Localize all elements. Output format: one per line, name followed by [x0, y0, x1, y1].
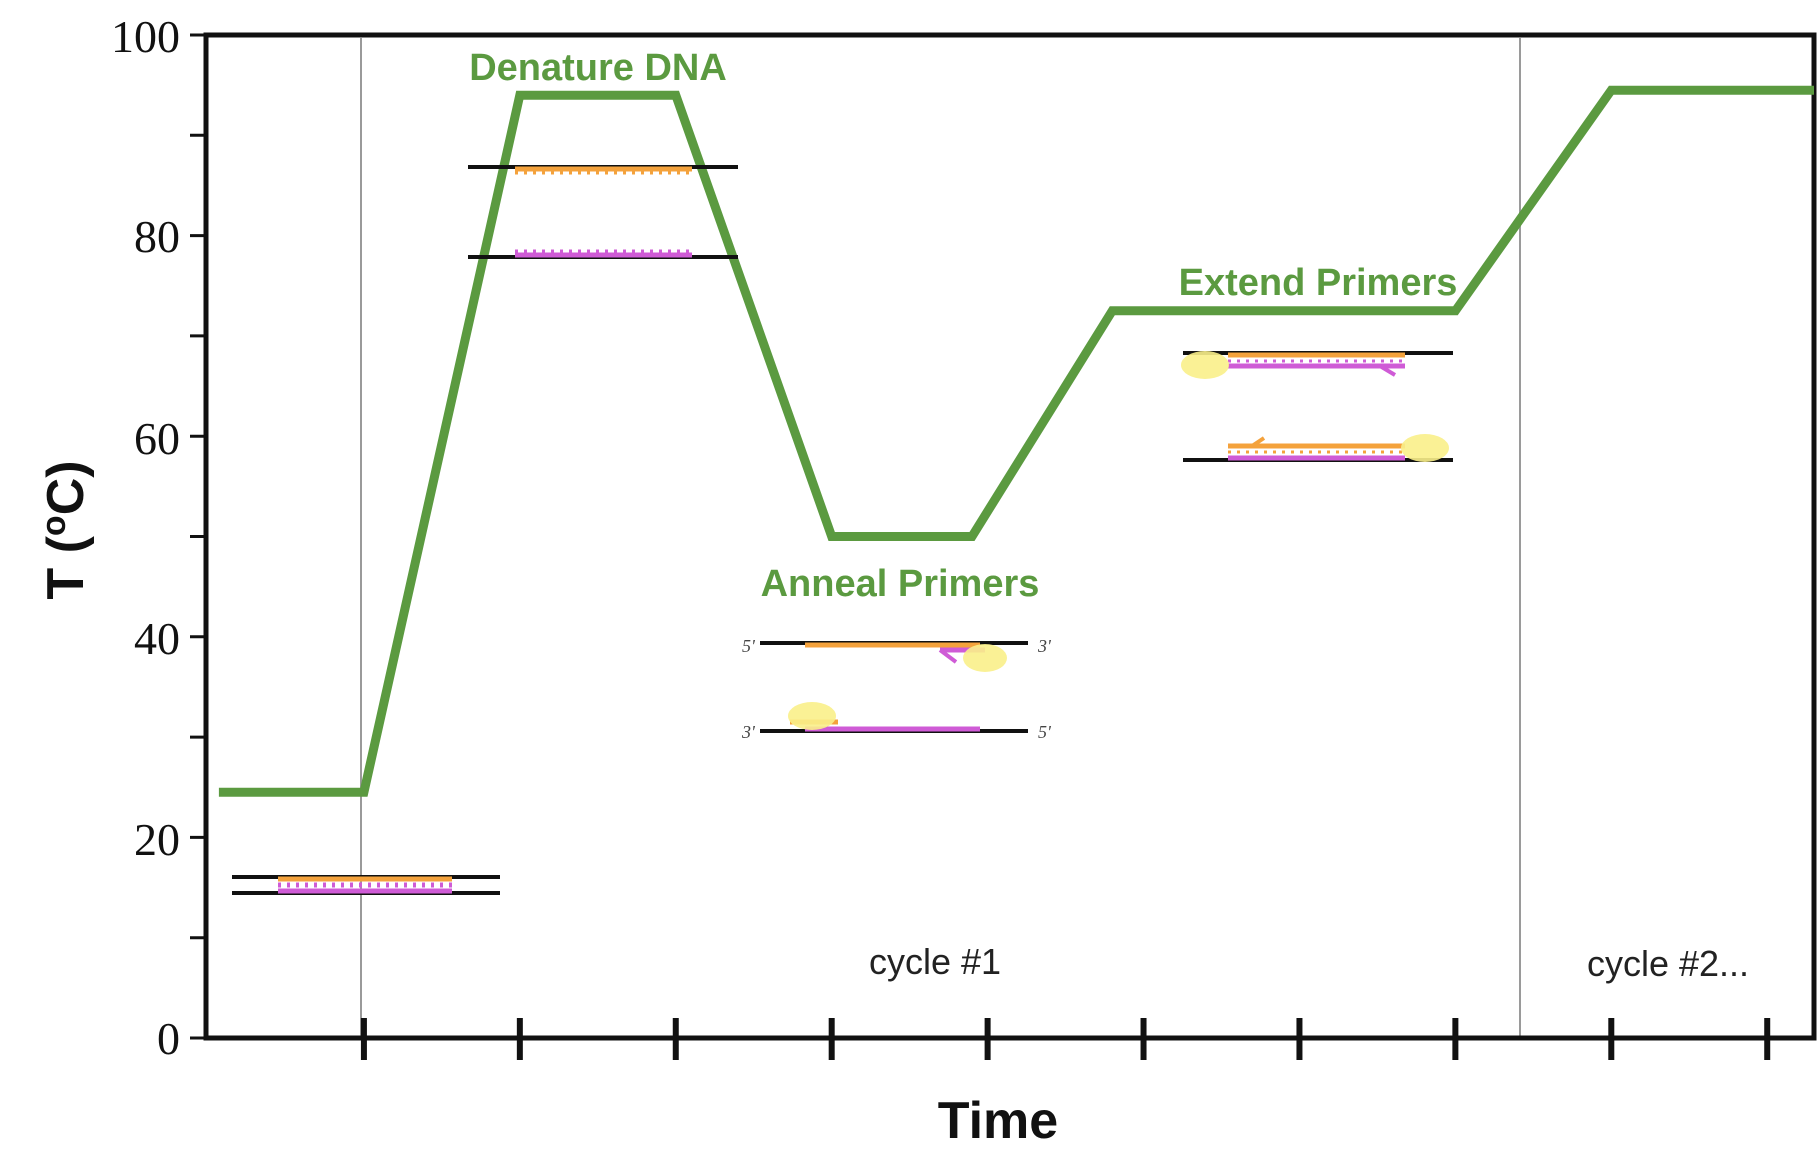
x-axis-ticks	[360, 1018, 1771, 1060]
strand-end-label: 5'	[1038, 722, 1052, 742]
y-axis-title-unit: C)	[37, 460, 95, 515]
polymerase-blob	[1401, 434, 1449, 462]
x-axis-title: Time	[938, 1092, 1058, 1150]
strand-end-label: 3'	[741, 722, 756, 742]
y-axis-title: T (oC)	[35, 460, 95, 599]
y-axis-title-text: T (	[37, 535, 95, 599]
extend-label: Extend Primers	[1179, 262, 1458, 304]
extended-primer-illustration	[1181, 351, 1453, 462]
y-tick-label: 0	[157, 1013, 180, 1064]
strand-end-label: 3'	[1037, 636, 1052, 656]
double-stranded-dna-illustration	[232, 875, 500, 895]
temperature-series-line	[218, 85, 1814, 797]
y-tick-label: 80	[134, 211, 180, 262]
cycle-1-label: cycle #1	[869, 941, 1001, 982]
y-tick-label: 20	[134, 814, 180, 865]
y-axis-title-degree: o	[35, 515, 73, 536]
plot-frame	[203, 32, 1817, 1041]
primer-arrow	[1250, 436, 1266, 448]
cycle-2-label: cycle #2...	[1587, 943, 1749, 984]
strand-end-label: 5'	[742, 636, 756, 656]
y-axis-ticks	[190, 33, 208, 1040]
denatured-dna-illustration	[468, 165, 738, 259]
polymerase-blob	[788, 702, 836, 730]
annealed-primer-illustration: 5' 3' 3' 5'	[741, 636, 1052, 742]
polymerase-blob	[1181, 351, 1229, 379]
primer-arrow	[1378, 364, 1397, 377]
y-tick-label: 60	[134, 413, 180, 464]
polymerase-blob	[963, 644, 1007, 672]
y-tick-label: 100	[111, 11, 180, 62]
y-tick-label: 40	[134, 613, 180, 664]
denature-label: Denature DNA	[469, 47, 727, 89]
primer-arrow	[938, 648, 958, 664]
anneal-label: Anneal Primers	[761, 563, 1040, 605]
